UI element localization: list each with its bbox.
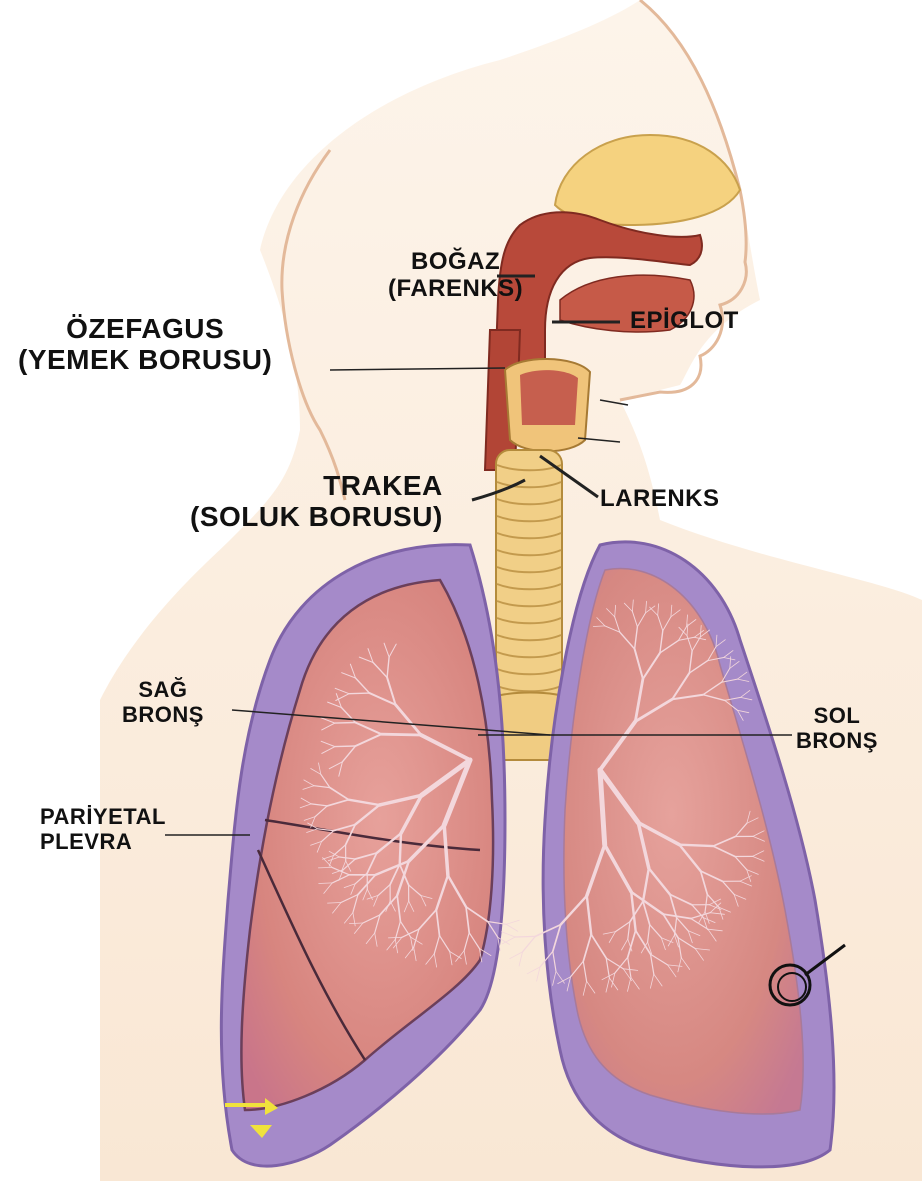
label-sag-brons-line1: SAĞ — [122, 678, 204, 703]
label-sol-brons-line2: BRONŞ — [796, 729, 878, 754]
label-pariyetal-plevra: PARİYETAL PLEVRA — [40, 805, 166, 854]
label-ozefagus-line2: (YEMEK BORUSU) — [18, 344, 272, 375]
label-trakea-line2: (SOLUK BORUSU) — [190, 501, 443, 532]
label-pariyetal-plevra-line1: PARİYETAL — [40, 805, 166, 830]
label-bogaz-line1: BOĞAZ — [388, 249, 523, 276]
label-bogaz-line2: (FARENKS) — [388, 276, 523, 303]
label-epiglot-line1: EPİGLOT — [630, 308, 739, 335]
label-sol-brons: SOL BRONŞ — [796, 704, 878, 753]
label-larenks: LARENKS — [600, 486, 720, 513]
label-pariyetal-plevra-line2: PLEVRA — [40, 830, 166, 855]
label-epiglot: EPİGLOT — [630, 308, 739, 335]
label-trakea-line1: TRAKEA — [190, 470, 443, 501]
label-sol-brons-line1: SOL — [796, 704, 878, 729]
label-trakea: TRAKEA (SOLUK BORUSU) — [190, 470, 443, 533]
label-ozefagus: ÖZEFAGUS (YEMEK BORUSU) — [18, 313, 272, 376]
larynx-inner — [520, 370, 578, 425]
label-bogaz: BOĞAZ (FARENKS) — [388, 249, 523, 303]
label-sag-brons: SAĞ BRONŞ — [122, 678, 204, 727]
label-larenks-line1: LARENKS — [600, 486, 720, 513]
label-sag-brons-line2: BRONŞ — [122, 703, 204, 728]
label-ozefagus-line1: ÖZEFAGUS — [18, 313, 272, 344]
